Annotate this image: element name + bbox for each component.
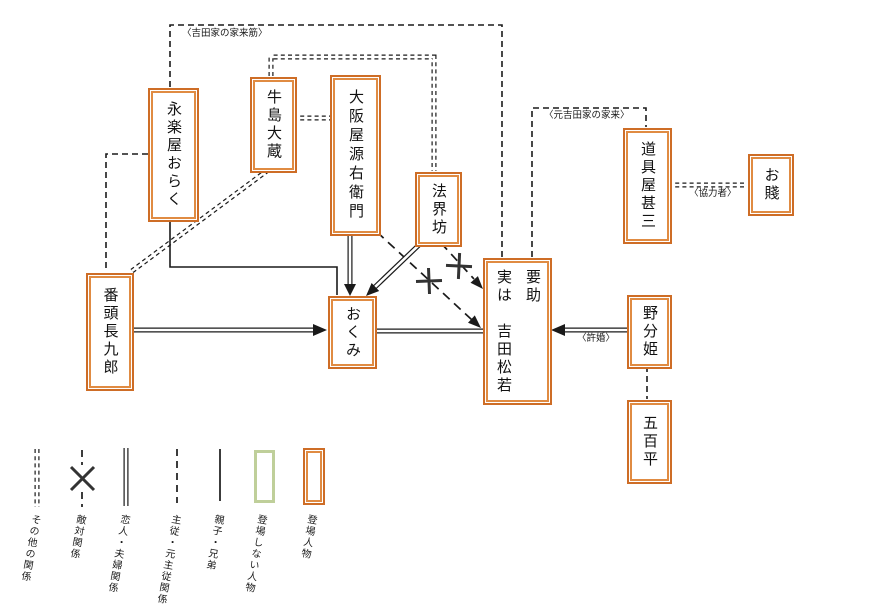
annotation-collaborator: 〈協力者〉 (689, 188, 737, 199)
character-label: 番頭長九郎 (101, 287, 120, 377)
character-box-hokaibo: 法界坊 (415, 172, 462, 247)
character-label: 大阪屋源右衛門 (347, 89, 365, 222)
character-real-name-label: 実は 吉田松若 (495, 269, 513, 395)
character-box-eirakuya-oraku: 永楽屋おらく (148, 88, 199, 222)
character-box-ushijima-daizo: 牛島大蔵 (250, 77, 297, 173)
relation-line-hokaibo-okumi (366, 241, 423, 296)
character-box-oshizu: お賤 (748, 154, 794, 216)
relation-line-genemon-okumi (344, 232, 356, 296)
legend-symbol-hostile (69, 450, 96, 507)
annotation-fiancee: 〈許婚〉 (577, 333, 616, 344)
character-box-okumi: おくみ (328, 296, 377, 369)
character-label: 牛島大蔵 (265, 89, 283, 161)
character-alias-label: 要助 (524, 269, 542, 305)
relation-line-oraku-okumi (169, 219, 338, 295)
relation-line-daizo-chokuro (130, 167, 270, 274)
character-label: おくみ (344, 305, 362, 360)
character-box-nowakihime: 野分姫 (627, 295, 672, 369)
relation-line-matsuwaka-jinza (531, 107, 647, 257)
relation-line-hokaibo-matsuwaka-hostile (440, 242, 483, 289)
relation-line-daizo-hokaibo (268, 54, 437, 171)
character-label: 五百平 (641, 415, 659, 469)
relation-line-oraku-matsuwaka-retainer (169, 24, 503, 257)
character-label: 野分姫 (641, 305, 659, 359)
annotation-former-yoshida-retainer: 〈元吉田家の家来〉 (544, 110, 630, 121)
legend-non-appearing-character-box (254, 450, 275, 503)
relation-line-genemon-matsuwaka-hostile (376, 231, 481, 328)
character-box-banto-chokuro: 番頭長九郎 (86, 273, 134, 391)
relation-line-chokuro-okumi (130, 324, 327, 336)
character-label: 法界坊 (430, 182, 448, 237)
annotation-yoshida-retainer-line: 〈吉田家の家来筋〉 (182, 28, 268, 39)
legend-appearing-character-box (303, 448, 325, 505)
relation-line-nowakihime-matsuwaka (551, 324, 627, 336)
character-box-yosuke-yoshida-matsuwaka: 要助 実は 吉田松若 (483, 258, 552, 405)
character-label: お賤 (762, 167, 781, 203)
character-label: 道具屋甚三 (639, 141, 657, 231)
relation-line-oraku-chokuro (105, 153, 148, 272)
character-box-osakaya-genemon: 大阪屋源右衛門 (330, 75, 381, 236)
character-box-doguya-jinza: 道具屋甚三 (623, 128, 672, 244)
character-label: 永楽屋おらく (165, 101, 183, 209)
character-box-ihyohei: 五百平 (627, 400, 672, 484)
